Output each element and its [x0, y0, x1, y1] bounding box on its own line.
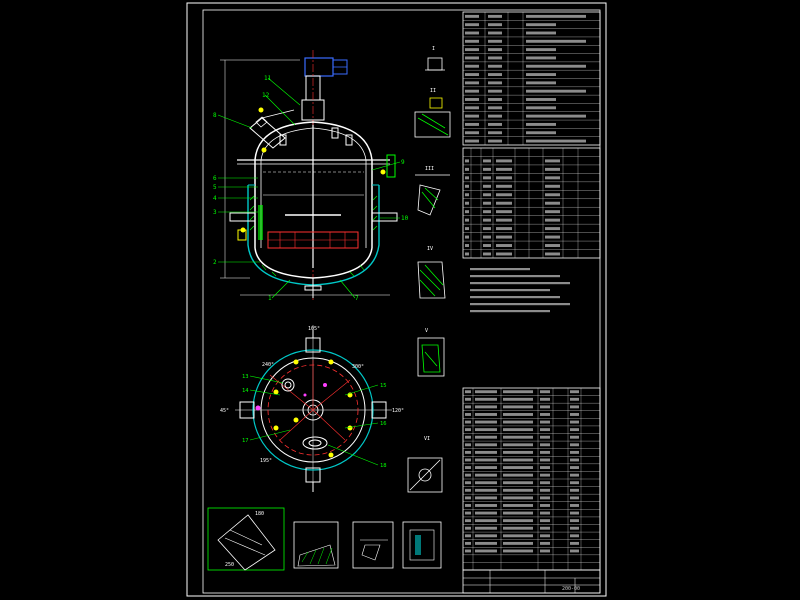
callout-12: 12 — [262, 92, 270, 99]
top-head — [254, 121, 373, 161]
bottom-section-details: 250 180 — [207, 507, 442, 571]
technical-notes — [470, 268, 570, 313]
detail-label-VI: VI — [424, 436, 430, 442]
drawing-number: 200-00 — [562, 586, 580, 592]
detail-label-I: I — [432, 46, 435, 52]
support-lug-right — [371, 212, 398, 222]
callout-7: 7 — [355, 295, 359, 302]
title-block: 200-00 — [462, 569, 601, 594]
plan-callout-18: 18 — [380, 463, 387, 469]
plan-outer-jacket — [252, 349, 374, 471]
detail-label-V: V — [425, 328, 428, 334]
angle-label-5: 120° — [392, 408, 404, 414]
plan-callout-17: 17 — [242, 438, 249, 444]
plan-callout-14: 14 — [242, 388, 249, 394]
callout-11: 11 — [264, 75, 272, 82]
plan-callout-13: 13 — [242, 374, 249, 380]
dimension-250: 250 — [225, 562, 234, 568]
detail-views — [407, 57, 451, 493]
callout-1: 1 — [268, 295, 272, 302]
callout-8: 8 — [213, 112, 217, 119]
angle-label-3: 300° — [352, 364, 364, 370]
angle-label-1: 105° — [308, 326, 320, 332]
callout-6: 6 — [213, 175, 217, 182]
support-lug-left — [229, 212, 256, 222]
callout-4: 4 — [213, 195, 217, 202]
plan-shell — [260, 357, 366, 463]
angle-label-2: 240° — [262, 362, 274, 368]
angle-label-6: 195° — [260, 458, 272, 464]
detail-label-II: II — [430, 88, 436, 94]
detail-label-III: III — [425, 166, 434, 172]
detail-label-IV: IV — [427, 246, 433, 252]
angle-label-4: 45° — [220, 408, 229, 414]
inner-frame — [202, 9, 601, 594]
vessel-elevation-view — [220, 50, 398, 300]
callout-9: 9 — [401, 159, 405, 166]
vessel-plan-view — [235, 325, 392, 492]
outer-frame — [186, 2, 607, 597]
callout-3: 3 — [213, 209, 217, 216]
elevation-callouts — [217, 77, 401, 299]
callout-5: 5 — [213, 184, 217, 191]
plan-callout-15: 15 — [380, 383, 387, 389]
dimension-180: 180 — [255, 511, 264, 517]
callout-10: 10 — [401, 215, 409, 222]
plan-callout-16: 16 — [380, 421, 387, 427]
callout-2: 2 — [213, 259, 217, 266]
manhole-nozzle — [249, 109, 295, 149]
table-area — [462, 11, 601, 571]
nozzle-table — [462, 147, 601, 259]
